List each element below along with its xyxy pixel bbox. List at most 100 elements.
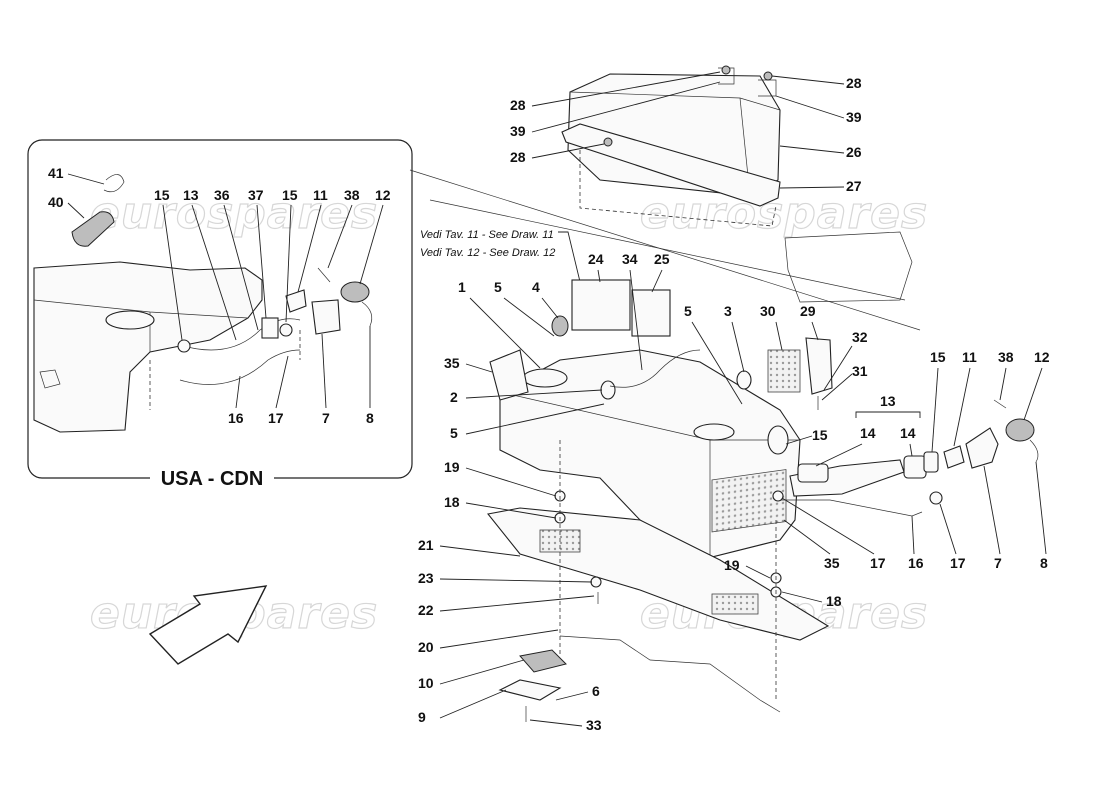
watermark-top-right: eurospares (640, 188, 928, 239)
inset-flange-7 (311, 299, 341, 335)
callout-28b: 28 (846, 75, 862, 91)
callout-3: 3 (724, 303, 732, 319)
drain-pipe-20 (559, 635, 781, 713)
callout-15a: 15 (812, 427, 828, 443)
inset-callout-41: 41 (48, 165, 64, 181)
inset-callout-16: 16 (228, 410, 244, 426)
inset-fuel-tank (33, 261, 263, 433)
pump-opening (522, 368, 568, 388)
plate-9 (498, 679, 562, 701)
callout-20: 20 (418, 639, 434, 655)
screw-38 (993, 399, 1007, 409)
callout-15b: 15 (930, 349, 946, 365)
callout-28c: 28 (510, 149, 526, 165)
shield-mesh-b (711, 593, 759, 615)
engine-cover-gasket (784, 231, 913, 303)
inset-title: USA - CDN (161, 468, 264, 490)
inset-filler-neck (105, 310, 155, 330)
inset-callout-8: 8 (366, 410, 374, 426)
inset-hose-16 (179, 349, 301, 385)
inset-ring-11 (285, 289, 307, 313)
tank-cover-assembly (561, 65, 781, 227)
callout-10: 10 (418, 675, 434, 691)
callout-22: 22 (418, 602, 434, 618)
callout-11: 11 (962, 349, 977, 365)
sleeve-14b (903, 455, 927, 479)
callout-5c: 5 (450, 425, 458, 441)
gasket-27 (561, 123, 781, 207)
inset-clamp-15b (279, 323, 293, 337)
callout-34: 34 (622, 251, 638, 267)
heat-shield-35-left (489, 349, 529, 401)
callout-12: 12 (1034, 349, 1050, 365)
clip-41 (103, 174, 125, 193)
module-24 (571, 279, 631, 331)
callout-27: 27 (846, 178, 862, 194)
inset-callout-15a: 15 (154, 187, 170, 203)
ring-11 (943, 445, 965, 469)
watermarks: eurospares eurospares eurospares eurospa… (89, 187, 928, 639)
callout-28a: 28 (510, 97, 526, 113)
callout-17a: 17 (870, 555, 886, 571)
inset-callout-38: 38 (344, 187, 360, 203)
reference-note-draw-11: Vedi Tav. 11 - See Draw. 11 (420, 229, 554, 241)
callout-18a: 18 (444, 494, 460, 510)
callout-9: 9 (418, 709, 426, 725)
inset-part-37 (261, 317, 279, 339)
bracket-10 (519, 649, 567, 673)
inset-title-bg (150, 466, 274, 490)
callout-39a: 39 (510, 123, 526, 139)
callout-14b: 14 (900, 425, 916, 441)
under-shield-assembly (486, 440, 830, 722)
callout-26: 26 (846, 144, 862, 160)
reference-note-draw-12: Vedi Tav. 12 - See Draw. 12 (420, 247, 555, 259)
inset-usa-cdn: USA - CDN 41 40 15 13 36 37 (27, 139, 413, 490)
inset-callout-7: 7 (322, 410, 330, 426)
callout-32: 32 (852, 329, 868, 345)
inset-callout-15b: 15 (282, 187, 298, 203)
main-callouts: 28 39 28 28 39 26 27 24 34 25 1 5 4 5 3 … (418, 71, 1050, 733)
callout-21: 21 (418, 537, 434, 553)
inset-callout-36: 36 (214, 187, 230, 203)
callout-29: 29 (800, 303, 816, 319)
clamp-17b (929, 491, 943, 505)
clamp-17a (772, 490, 784, 502)
callout-30: 30 (760, 303, 776, 319)
inset-hose-13 (179, 318, 301, 351)
callout-31: 31 (852, 363, 868, 379)
plug-40 (71, 211, 115, 247)
callout-1: 1 (458, 279, 466, 295)
inset-clamp-15a (177, 339, 191, 353)
filler-hose-assembly (767, 399, 1039, 517)
callout-25: 25 (654, 251, 670, 267)
flange-7 (965, 427, 999, 469)
callout-5a: 5 (494, 279, 502, 295)
callout-18b: 18 (826, 593, 842, 609)
heat-shield-mesh-35 (711, 469, 787, 533)
inset-callout-37: 37 (248, 187, 264, 203)
pump-4 (551, 315, 569, 337)
direction-arrow-icon (148, 585, 268, 665)
bracket-29 (805, 337, 833, 395)
callout-19a: 19 (444, 459, 460, 475)
callout-5b: 5 (684, 303, 692, 319)
callout-33: 33 (586, 717, 602, 733)
tank-cover-26 (567, 73, 781, 197)
fitting-2 (600, 380, 616, 400)
cap-12 (1005, 418, 1035, 442)
pipe-34 (609, 349, 701, 388)
sleeve-14a (797, 463, 829, 483)
callout-13: 13 (880, 393, 896, 409)
callout-7: 7 (994, 555, 1002, 571)
callout-6: 6 (592, 683, 600, 699)
inset-callout-17: 17 (268, 410, 284, 426)
vent-hose-16 (778, 499, 923, 517)
callout-14a: 14 (860, 425, 876, 441)
callout-19b: 19 (724, 557, 740, 573)
nut-28b (763, 71, 773, 81)
callout-16: 16 (908, 555, 924, 571)
inset-callout-11: 11 (313, 187, 328, 203)
callout-2: 2 (450, 389, 458, 405)
callout-38: 38 (998, 349, 1014, 365)
